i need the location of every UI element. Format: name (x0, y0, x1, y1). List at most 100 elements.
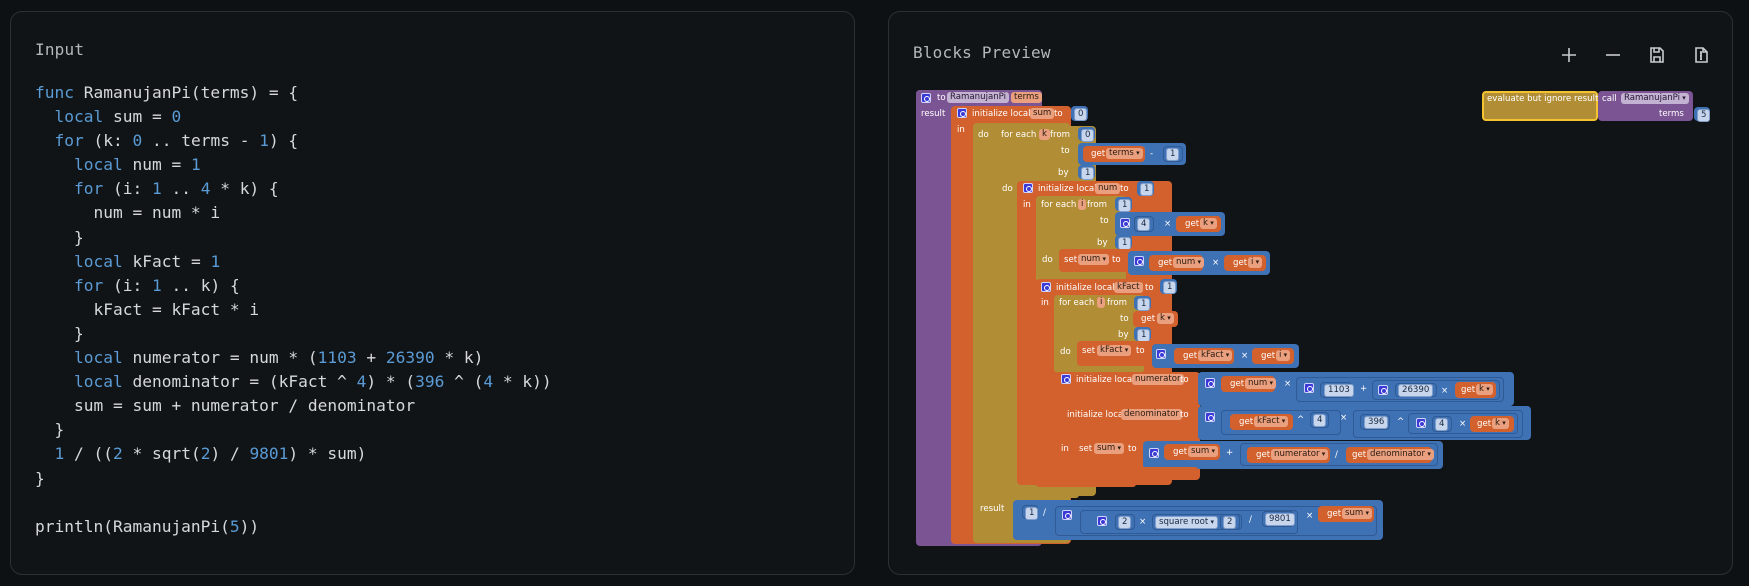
input-panel: Input func RamanujanPi(terms) = { local … (10, 11, 855, 575)
code-text: * k)) (493, 372, 552, 392)
code-line: sum = sum + numerator / denominator (35, 394, 552, 418)
code-text: + (356, 348, 386, 368)
code-number: 1 (210, 251, 221, 271)
code-number: 1 (259, 131, 269, 151)
code-text: sum = sum + numerator / denominator (35, 396, 416, 416)
code-number: 4 (483, 372, 494, 392)
code-text (35, 107, 55, 126)
code-number: 1 (190, 155, 201, 175)
code-text: kFact = (122, 251, 211, 271)
code-line: } (35, 322, 552, 346)
input-panel-title: Input (35, 40, 85, 59)
code-number: 1 (151, 275, 162, 295)
code-line: println(RamanujanPi(5)) (35, 515, 552, 539)
code-number: 0 (171, 107, 182, 127)
blocks-panel-title: Blocks Preview (913, 43, 1051, 62)
code-text: } (35, 227, 84, 247)
code-text: sum = (103, 107, 172, 127)
code-line: 1 / ((2 * sqrt(2) / 9801) * sum) (35, 442, 552, 466)
code-text (35, 348, 74, 367)
code-number: 0 (132, 131, 143, 151)
save-icon (1650, 47, 1664, 63)
code-text: * k) (434, 348, 484, 368)
code-number: 4 (356, 372, 367, 392)
code-text: ) { (268, 131, 299, 151)
code-text (35, 276, 74, 295)
code-line: func RamanujanPi(terms) = { (35, 81, 552, 105)
code-text (35, 179, 74, 198)
code-text (35, 372, 74, 391)
code-number: 26390 (385, 348, 435, 368)
code-keyword: for (73, 179, 104, 199)
code-line: local num = 1 (35, 153, 552, 177)
code-text: .. k) { (161, 275, 240, 295)
code-line: for (i: 1 .. k) { (35, 274, 552, 298)
code-line: } (35, 226, 552, 250)
code-keyword: local (54, 107, 104, 127)
code-text: ) * ( (366, 372, 416, 392)
code-text: (i: (103, 275, 152, 295)
code-text: ^ ( (444, 372, 484, 392)
code-number: 396 (415, 372, 445, 392)
code-text: } (35, 468, 45, 488)
code-text: RamanujanPi(terms) = { (73, 83, 299, 102)
code-number: 2 (200, 444, 211, 464)
code-editor[interactable]: func RamanujanPi(terms) = { local sum = … (35, 81, 552, 539)
code-keyword: local (73, 372, 123, 392)
plus-icon (1562, 48, 1576, 62)
code-line: local sum = 0 (35, 105, 552, 129)
code-number: 1 (151, 179, 162, 199)
code-text: ) / (210, 444, 250, 464)
code-number: 4 (200, 179, 211, 199)
export-button[interactable] (1688, 42, 1714, 68)
zoom-in-button[interactable] (1556, 42, 1582, 68)
code-keyword: for (54, 131, 84, 151)
code-text: kFact = kFact * i (35, 299, 260, 319)
code-line: num = num * i (35, 201, 552, 225)
code-text: (i: (103, 179, 152, 199)
code-text: num = num * i (35, 203, 221, 223)
code-text: println(RamanujanPi( (35, 516, 230, 536)
code-text: .. (161, 179, 201, 199)
code-keyword: func (35, 83, 74, 102)
code-text: denominator = (kFact ^ (122, 372, 357, 392)
code-number: 1103 (317, 348, 357, 368)
code-line: for (i: 1 .. 4 * k) { (35, 177, 552, 201)
code-text (35, 131, 55, 150)
zoom-out-button[interactable] (1600, 42, 1626, 68)
file-zip-icon (1695, 47, 1708, 63)
code-text (35, 444, 55, 463)
code-text: .. terms - (142, 131, 260, 151)
code-number: 9801 (249, 444, 289, 464)
code-text (35, 155, 74, 174)
code-text: )) (239, 516, 260, 536)
code-line: local denominator = (kFact ^ 4) * (396 ^… (35, 370, 552, 394)
code-line: local numerator = num * (1103 + 26390 * … (35, 346, 552, 370)
code-text: (k: (83, 131, 133, 151)
code-text: } (35, 323, 84, 343)
code-text: * k) { (210, 179, 279, 199)
code-line (35, 491, 552, 515)
code-keyword: for (73, 275, 104, 295)
code-line: } (35, 418, 552, 442)
code-text: / (( (64, 444, 113, 464)
code-line: kFact = kFact * i (35, 298, 552, 322)
code-keyword: local (73, 348, 123, 368)
code-text: ) * sum) (288, 444, 367, 464)
blocks-preview-panel: Blocks Preview (888, 11, 1733, 575)
code-line: } (35, 467, 552, 491)
code-text: } (35, 420, 65, 440)
code-line: local kFact = 1 (35, 250, 552, 274)
code-line: for (k: 0 .. terms - 1) { (35, 129, 552, 153)
code-text: numerator = num * ( (122, 348, 318, 368)
code-keyword: local (73, 251, 123, 271)
code-number: 2 (112, 444, 123, 464)
code-text: num = (122, 155, 191, 175)
code-text (35, 252, 74, 271)
blocks-toolbar (1556, 42, 1714, 68)
save-button[interactable] (1644, 42, 1670, 68)
code-keyword: local (73, 155, 123, 175)
minus-icon (1606, 54, 1620, 56)
code-number: 5 (229, 516, 240, 536)
code-number: 1 (54, 444, 65, 464)
